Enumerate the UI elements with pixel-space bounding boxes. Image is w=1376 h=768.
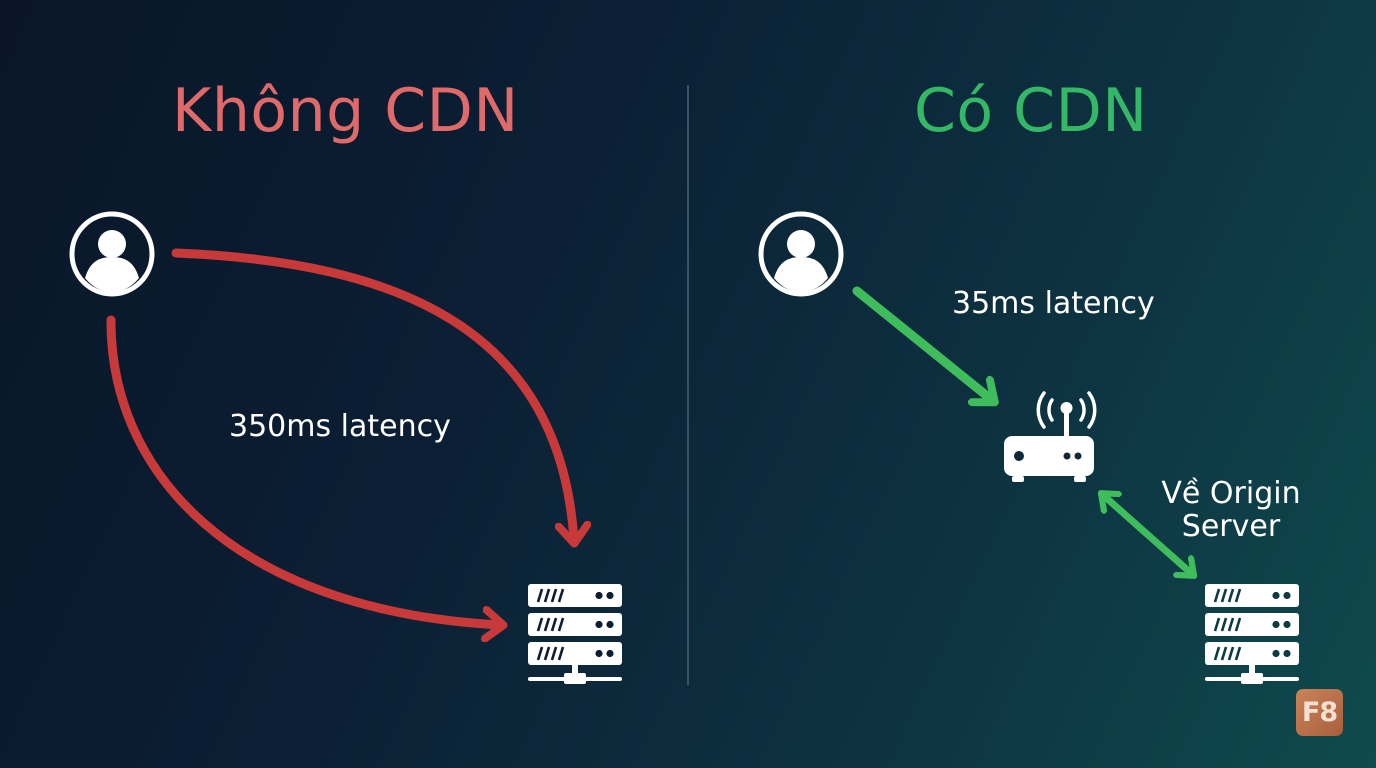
right-latency-label: 35ms latency xyxy=(952,286,1155,321)
router-icon xyxy=(1004,391,1097,482)
f8-logo: F8 xyxy=(1296,689,1343,736)
origin-label-line1: Về Origin xyxy=(1161,476,1301,511)
left-latency-label: 350ms latency xyxy=(229,409,451,444)
user-icon xyxy=(69,211,155,297)
left-title: Không CDN xyxy=(172,76,519,146)
server-icon xyxy=(1205,584,1299,684)
edge-request-arrow xyxy=(852,286,992,400)
panel-divider xyxy=(687,85,689,685)
right-title: Có CDN xyxy=(914,76,1148,146)
response-arrow xyxy=(106,315,500,625)
origin-label: Về Origin Server xyxy=(1151,477,1311,543)
origin-label-line2: Server xyxy=(1181,509,1281,544)
origin-arrow xyxy=(1103,495,1192,574)
server-icon xyxy=(528,584,622,684)
user-icon xyxy=(758,211,844,297)
request-arrow xyxy=(171,248,574,540)
